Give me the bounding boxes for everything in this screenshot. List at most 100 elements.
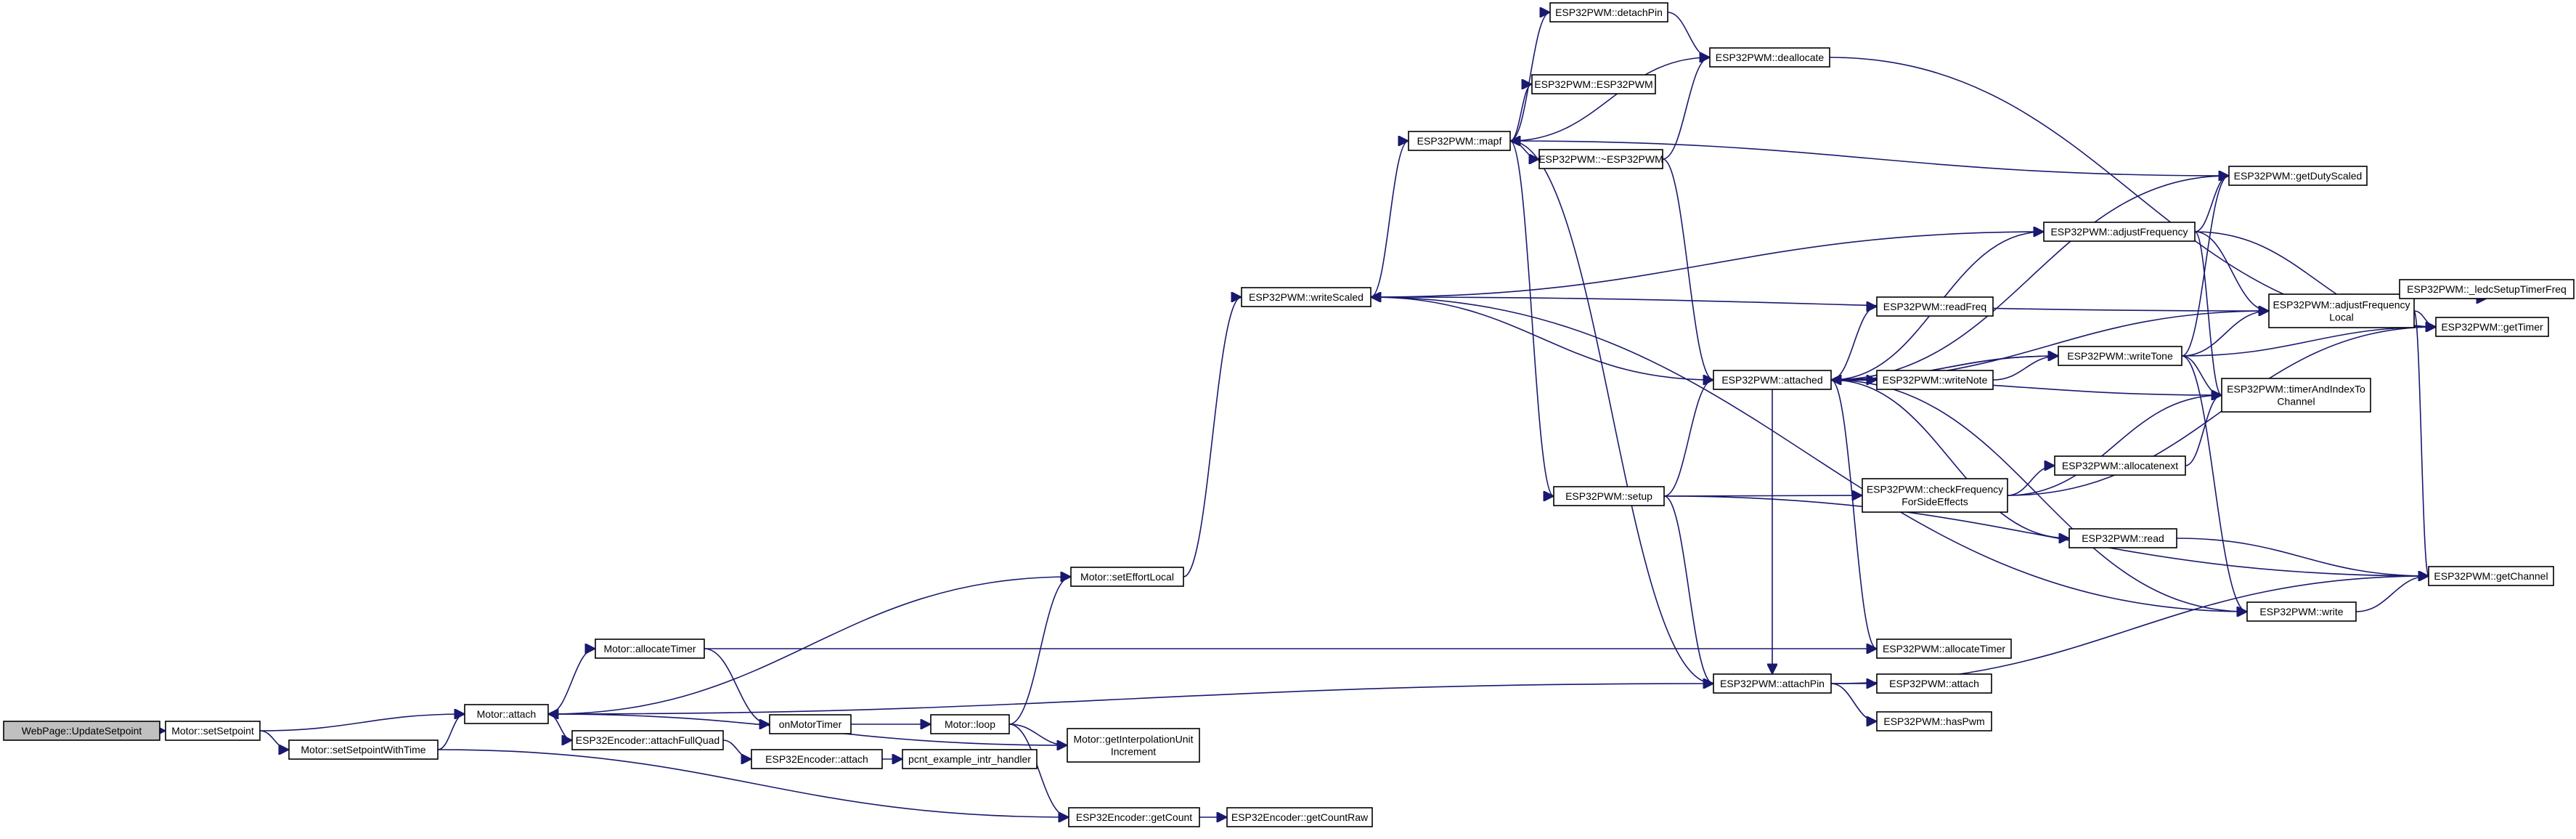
- node-box[interactable]: [1549, 2, 1668, 23]
- node-esp32pwm_writenote[interactable]: ESP32PWM::writeNote: [1876, 370, 1994, 390]
- edge-esp32pwm_getdutyscaled-to-esp32pwm_mapf: [1510, 141, 2230, 177]
- node-box[interactable]: [751, 749, 883, 769]
- node-label: ESP32PWM::~ESP32PWM: [1538, 153, 1663, 165]
- node-box[interactable]: [1408, 131, 1511, 151]
- node-motor_setsetpointwithtime[interactable]: Motor::setSetpointWithTime: [288, 739, 439, 760]
- edge-esp32pwm_mapf-to-esp32pwm_detachpin: [1509, 12, 1551, 142]
- node-box[interactable]: [2043, 222, 2196, 242]
- node-box[interactable]: [1709, 47, 1830, 68]
- node-esp32pwm_destructor[interactable]: ESP32PWM::~ESP32PWM: [1538, 149, 1663, 169]
- node-box[interactable]: [2399, 279, 2575, 299]
- node-box[interactable]: [464, 704, 549, 724]
- node-box[interactable]: [1876, 673, 1992, 694]
- node-box[interactable]: [288, 739, 439, 760]
- node-esp32pwm_detachpin[interactable]: ESP32PWM::detachPin: [1549, 2, 1668, 23]
- node-box[interactable]: [3, 721, 160, 741]
- node-label: Motor::allocateTimer: [603, 643, 696, 654]
- node-box[interactable]: [930, 714, 1010, 734]
- node-esp32pwm_getchannel[interactable]: ESP32PWM::getChannel: [2428, 566, 2554, 586]
- node-esp32pwm_getdutyscaled[interactable]: ESP32PWM::getDutyScaled: [2228, 166, 2368, 186]
- node-box[interactable]: [1531, 74, 1656, 94]
- node-esp32pwm_write[interactable]: ESP32PWM::write: [2246, 601, 2357, 622]
- node-box[interactable]: [1876, 711, 1992, 731]
- node-esp32pwm_attachpin[interactable]: ESP32PWM::attachPin: [1713, 673, 1832, 694]
- node-motor_seteffortlocal[interactable]: Motor::setEffortLocal: [1070, 567, 1184, 587]
- node-box[interactable]: [769, 714, 852, 734]
- node-box[interactable]: [2428, 566, 2554, 586]
- node-esp32pwm_allocatetimer[interactable]: ESP32PWM::allocateTimer: [1876, 639, 2012, 659]
- node-pcnt_example_intr_handler[interactable]: pcnt_example_intr_handler: [902, 749, 1038, 769]
- edge-esp32pwm_checkfrequencyforsideeffects-to-esp32pwm_timerandindextochannel: [2007, 395, 2222, 496]
- node-box[interactable]: [1862, 478, 2008, 513]
- node-esp32pwm_allocatenext[interactable]: ESP32PWM::allocatenext: [2054, 455, 2186, 476]
- node-box[interactable]: [1241, 287, 1371, 307]
- node-box[interactable]: [1876, 296, 1994, 317]
- node-label: ESP32PWM::allocatenext: [2062, 460, 2178, 471]
- edge-motor_setsetpointwithtime-to-motor_attach: [437, 714, 465, 750]
- node-esp32encoder_attach[interactable]: ESP32Encoder::attach: [751, 749, 883, 769]
- edge-esp32pwm_attached-to-esp32pwm_allocatetimer: [1830, 379, 1878, 649]
- node-label: ESP32PWM::attached: [1721, 374, 1822, 386]
- node-esp32pwm_haspwm[interactable]: ESP32PWM::hasPwm: [1876, 711, 1992, 731]
- node-esp32pwm_esp32pwm[interactable]: ESP32PWM::ESP32PWM: [1531, 74, 1656, 94]
- node-box[interactable]: [1068, 807, 1200, 827]
- node-motor_setsetpoint[interactable]: Motor::setSetpoint: [165, 721, 261, 741]
- node-label: Motor::setEffortLocal: [1080, 571, 1174, 583]
- node-label: ESP32PWM::hasPwm: [1883, 716, 1984, 727]
- node-motor_allocatetimer[interactable]: Motor::allocateTimer: [595, 639, 705, 659]
- node-box[interactable]: [1538, 149, 1663, 169]
- node-box[interactable]: [2221, 378, 2371, 413]
- node-box[interactable]: [1067, 728, 1200, 763]
- node-box[interactable]: [1713, 673, 1832, 694]
- node-esp32pwm_read[interactable]: ESP32PWM::read: [2068, 528, 2177, 548]
- node-esp32pwm_setup[interactable]: ESP32PWM::setup: [1553, 486, 1665, 506]
- node-label: WebPage::UpdateSetpoint: [22, 725, 142, 737]
- node-esp32encoder_getcount[interactable]: ESP32Encoder::getCount: [1068, 807, 1200, 827]
- node-esp32pwm_deallocate[interactable]: ESP32PWM::deallocate: [1709, 47, 1830, 68]
- node-box[interactable]: [595, 639, 705, 659]
- node-box[interactable]: [2054, 455, 2186, 476]
- node-box[interactable]: [1876, 639, 2012, 659]
- node-motor_attach[interactable]: Motor::attach: [464, 704, 549, 724]
- node-esp32pwm_attach[interactable]: ESP32PWM::attach: [1876, 673, 1992, 694]
- node-box[interactable]: [2435, 317, 2549, 337]
- node-esp32pwm_writetone[interactable]: ESP32PWM::writeTone: [2058, 346, 2182, 366]
- node-box[interactable]: [1553, 486, 1665, 506]
- node-box[interactable]: [1070, 567, 1184, 587]
- node-box[interactable]: [1876, 370, 1994, 390]
- node-box[interactable]: [902, 749, 1038, 769]
- node-esp32encoder_attachfullquad[interactable]: ESP32Encoder::attachFullQuad: [571, 730, 724, 750]
- node-esp32pwm_gettimer[interactable]: ESP32PWM::getTimer: [2435, 317, 2549, 337]
- edge-motor_attach-to-motor_allocatetimer: [547, 649, 596, 715]
- node-esp32pwm_readfreq[interactable]: ESP32PWM::readFreq: [1876, 296, 1994, 317]
- node-onmotortimer[interactable]: onMotorTimer: [769, 714, 852, 734]
- node-box[interactable]: [2246, 601, 2357, 622]
- node-webpage_updatesetpoint[interactable]: WebPage::UpdateSetpoint: [3, 721, 160, 741]
- node-esp32pwm_attached[interactable]: ESP32PWM::attached: [1713, 370, 1832, 390]
- edge-esp32pwm_writetone-to-esp32pwm_write: [2181, 355, 2248, 612]
- node-box[interactable]: [2058, 346, 2182, 366]
- node-esp32pwm_mapf[interactable]: ESP32PWM::mapf: [1408, 131, 1511, 151]
- node-box[interactable]: [1713, 370, 1832, 390]
- node-esp32pwm_writescaled[interactable]: ESP32PWM::writeScaled: [1241, 287, 1371, 307]
- edge-esp32pwm_attached-to-esp32pwm_getdutyscaled: [1830, 176, 2229, 381]
- node-box[interactable]: [2268, 293, 2415, 328]
- node-box[interactable]: [2068, 528, 2177, 548]
- node-esp32encoder_getcountraw[interactable]: ESP32Encoder::getCountRaw: [1226, 807, 1373, 827]
- node-label: ESP32Encoder::attachFullQuad: [576, 734, 720, 746]
- node-box[interactable]: [165, 721, 261, 741]
- node-esp32pwm_adjustfrequency[interactable]: ESP32PWM::adjustFrequency: [2043, 222, 2196, 242]
- node-label: ESP32PWM::timerAndIndexTo: [2227, 384, 2365, 395]
- edge-esp32pwm_allocatenext-to-esp32pwm_timerandindextochannel: [2185, 395, 2222, 466]
- node-box[interactable]: [1226, 807, 1373, 827]
- node-box[interactable]: [571, 730, 724, 750]
- node-label: ESP32PWM::setup: [1565, 490, 1652, 502]
- node-box[interactable]: [2228, 166, 2368, 186]
- node-esp32pwm_ledcsetuptimerfreq[interactable]: ESP32PWM::_ledcSetupTimerFreq: [2399, 279, 2575, 299]
- edge-esp32pwm_writetone-to-esp32pwm_timerandindextochannel: [2181, 355, 2222, 395]
- node-motor_loop[interactable]: Motor::loop: [930, 714, 1010, 734]
